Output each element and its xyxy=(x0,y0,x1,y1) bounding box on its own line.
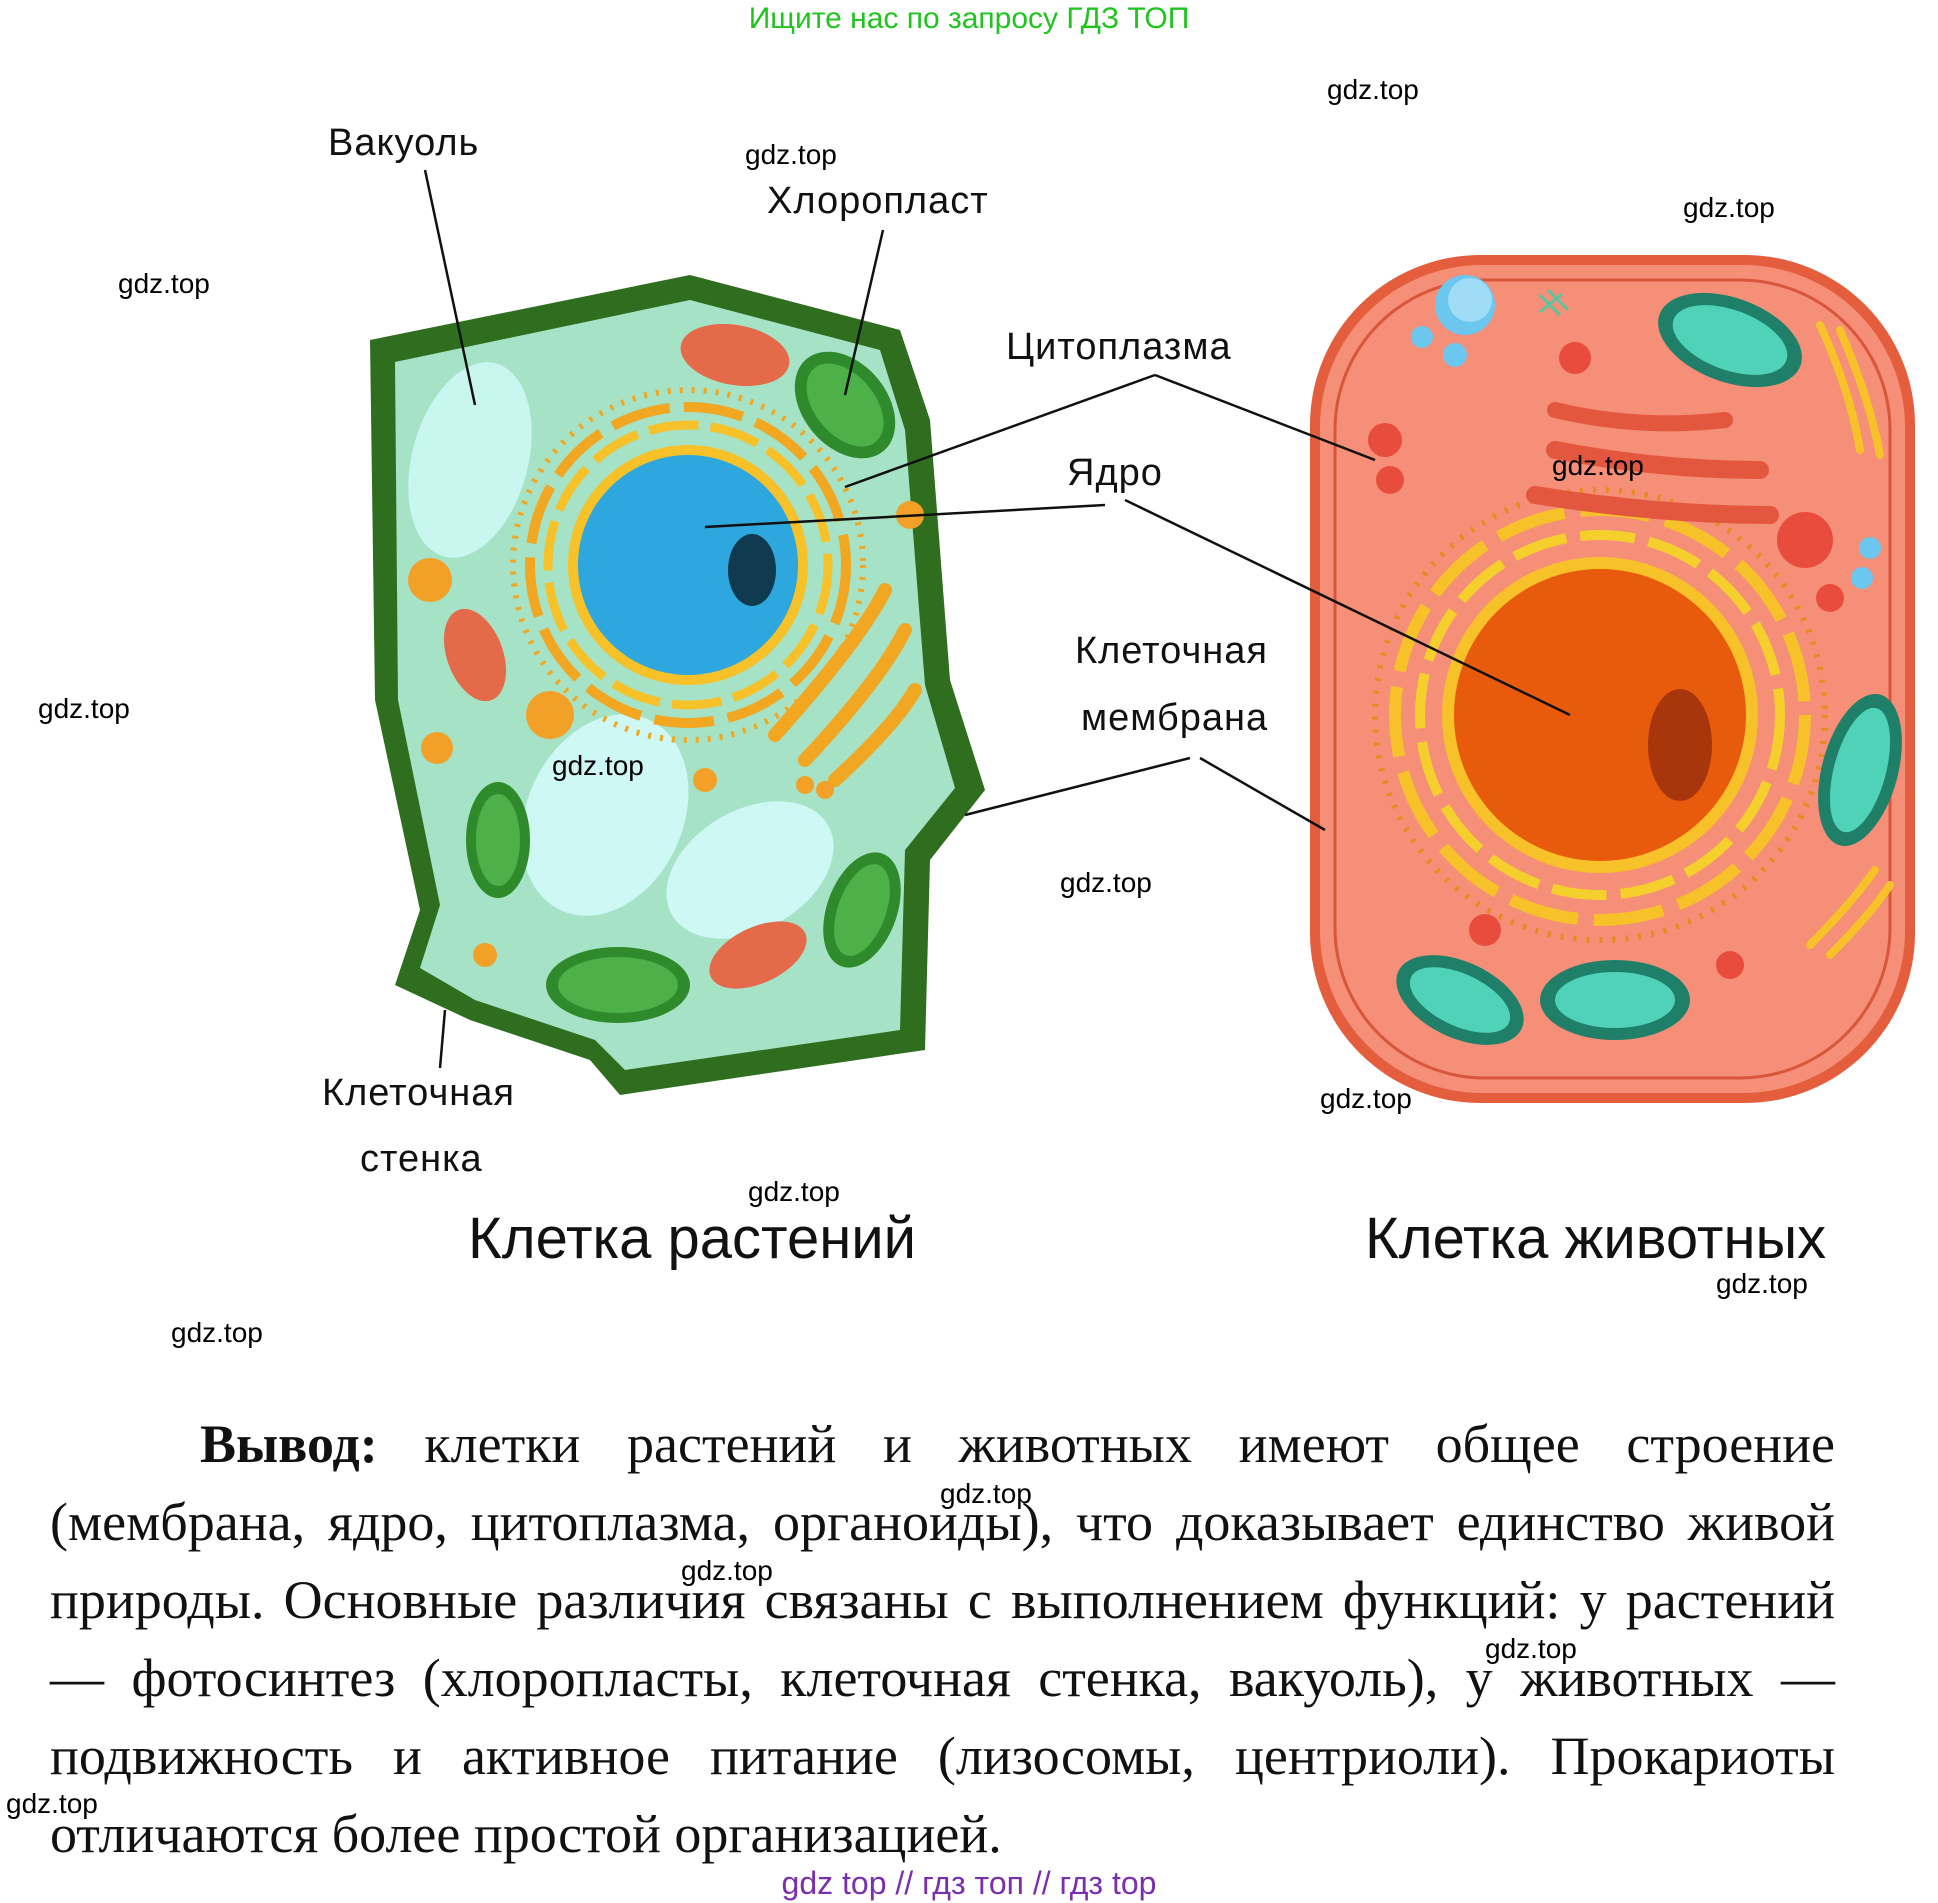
chloroplast xyxy=(466,782,530,898)
watermark: gdz.top xyxy=(1327,74,1419,105)
watermark: gdz.top xyxy=(1683,192,1775,223)
animal-mitochondrion xyxy=(1658,292,1802,388)
animal-nucleolus xyxy=(1648,689,1712,801)
label-cytoplasm: Цитоплазма xyxy=(1006,326,1232,368)
mitochondrion xyxy=(443,608,507,702)
animal-cell xyxy=(1310,255,1915,1103)
cell-diagram xyxy=(370,169,1915,1103)
golgi-apparatus xyxy=(768,583,922,787)
conclusion-lead: Вывод: xyxy=(200,1414,378,1474)
membrane-leader-animal xyxy=(1199,756,1326,832)
leader-lines xyxy=(423,169,1571,1069)
watermark: gdz.top xyxy=(1716,1268,1808,1299)
watermark: gdz.top xyxy=(1060,867,1152,898)
nucleus-leader-animal xyxy=(1124,498,1571,717)
watermark: gdz.top xyxy=(1485,1633,1577,1664)
watermark: gdz.top xyxy=(118,268,210,299)
watermark: gdz.top xyxy=(745,139,837,170)
animal-mitochondrion xyxy=(1540,960,1690,1040)
watermark: gdz.top xyxy=(681,1555,773,1586)
plant-nucleolus xyxy=(728,534,776,606)
nucleus-leader-plant xyxy=(704,503,1106,529)
label-nucleus: Ядро xyxy=(1067,452,1163,494)
plant-vacuole xyxy=(408,362,532,558)
membrane-leader-plant xyxy=(964,756,1191,817)
chloroplast xyxy=(823,852,901,968)
chloroplast xyxy=(794,351,896,459)
animal-golgi xyxy=(1526,402,1779,524)
chloroplast xyxy=(546,947,690,1023)
top-banner: Ищите нас по запросу ГДЗ ТОП xyxy=(748,2,1190,35)
animal-mitochondrion xyxy=(1396,955,1524,1045)
label-vacuole: Вакуоль xyxy=(328,122,480,164)
title-animal-cell: Клетка животных xyxy=(1365,1206,1827,1271)
label-wall-line1: Клеточная xyxy=(322,1072,515,1114)
label-membrane-line1: Клеточная xyxy=(1075,630,1268,672)
watermark: gdz.top xyxy=(1552,450,1644,481)
plant-vacuole xyxy=(521,714,689,916)
conclusion-body: клетки растений и животных имеют общее с… xyxy=(50,1414,1835,1864)
watermark: gdz.top xyxy=(552,750,644,781)
cytoplasm-leader-animal xyxy=(1154,373,1376,462)
title-plant-cell: Клетка растений xyxy=(468,1206,917,1271)
animal-side-golgi xyxy=(1806,321,1894,959)
watermark: gdz.top xyxy=(1320,1083,1412,1114)
vacuole-leader xyxy=(423,169,477,406)
mitochondrion xyxy=(680,323,790,387)
label-chloroplast: Хлоропласт xyxy=(767,180,989,222)
watermark: gdz.top xyxy=(940,1478,1032,1509)
wall-leader xyxy=(438,1009,447,1069)
watermark: gdz.top xyxy=(171,1317,263,1348)
label-membrane-line2: мембрана xyxy=(1081,697,1269,739)
footer-links: gdz top // гдз топ // гдз top xyxy=(781,1865,1157,1901)
animal-mitochondrion xyxy=(1818,694,1902,846)
conclusion-text: Вывод: клетки растений и животных имеют … xyxy=(50,1405,1835,1873)
label-wall-line2: стенка xyxy=(360,1138,483,1180)
mitochondrion xyxy=(709,921,807,989)
chloroplast-leader xyxy=(843,229,885,396)
plant-cell xyxy=(370,275,985,1095)
watermark: gdz.top xyxy=(6,1788,98,1819)
cytoplasm-leader-plant xyxy=(844,373,1156,489)
watermark: gdz.top xyxy=(38,693,130,724)
plant-vacuole xyxy=(666,801,834,939)
centriole xyxy=(1538,288,1570,317)
watermark: gdz.top xyxy=(748,1176,840,1207)
animal-vesicles xyxy=(1368,275,1881,979)
